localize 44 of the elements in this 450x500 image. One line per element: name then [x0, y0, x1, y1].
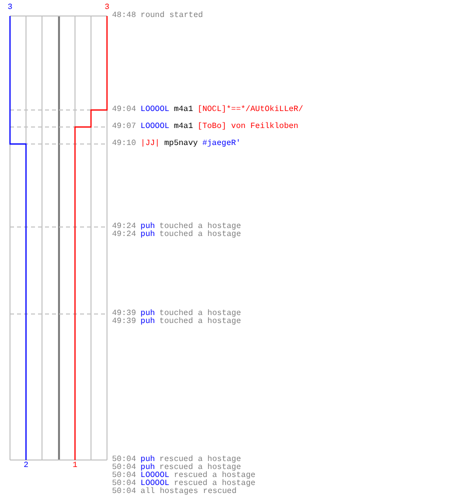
player-name: LOOOOL	[140, 471, 170, 480]
player-name: puh	[140, 463, 155, 472]
player-name: LOOOOL	[140, 105, 170, 114]
timestamp: 50:04	[112, 455, 136, 464]
event-text: touched a hostage	[159, 309, 242, 318]
timestamp: 50:04	[112, 471, 136, 480]
event-text: rescued a hostage	[159, 463, 242, 472]
player-name: puh	[140, 317, 155, 326]
player-name: puh	[140, 230, 155, 239]
event-text: rescued a hostage	[174, 479, 256, 488]
timestamp: 49:39	[112, 317, 136, 326]
timestamp: 48:48	[112, 11, 136, 20]
event-text: rescued a hostage	[159, 455, 242, 464]
event-text: rescued a hostage	[174, 471, 256, 480]
timestamp: 49:07	[112, 122, 136, 131]
player-name: puh	[140, 455, 155, 464]
player-name: [ToBo] von Feilkloben	[198, 122, 298, 131]
weapon-name: m4a1	[174, 122, 194, 131]
timestamp: 49:10	[112, 139, 136, 148]
player-count: 1	[72, 462, 78, 470]
event-text: touched a hostage	[159, 230, 242, 239]
event-text: all hostages rescued	[140, 487, 237, 496]
player-count: 2	[24, 462, 28, 470]
event-text: touched a hostage	[159, 317, 242, 326]
weapon-name: mp5navy	[164, 139, 198, 148]
timestamp: 50:04	[112, 463, 136, 472]
timestamp: 49:04	[112, 105, 136, 114]
player-name: puh	[140, 222, 155, 231]
timestamp: 50:04	[112, 487, 136, 496]
timestamp: 50:04	[112, 479, 136, 488]
weapon-name: m4a1	[174, 105, 194, 114]
player-name: #jaegeR'	[202, 139, 241, 148]
event-text: touched a hostage	[159, 222, 242, 231]
timestamp: 49:39	[112, 309, 136, 318]
player-name: LOOOOL	[140, 479, 170, 488]
player-name: |JJ|	[140, 139, 160, 148]
player-name: [NOCL]*==*/AUtOkiLLeR/	[198, 105, 304, 114]
timestamp: 49:24	[112, 230, 136, 239]
player-name: LOOOOL	[140, 122, 170, 131]
event-text: round started	[140, 11, 203, 20]
player-count: 3	[104, 4, 110, 12]
player-count: 3	[8, 4, 12, 12]
timestamp: 49:24	[112, 222, 136, 231]
player-name: puh	[140, 309, 155, 318]
